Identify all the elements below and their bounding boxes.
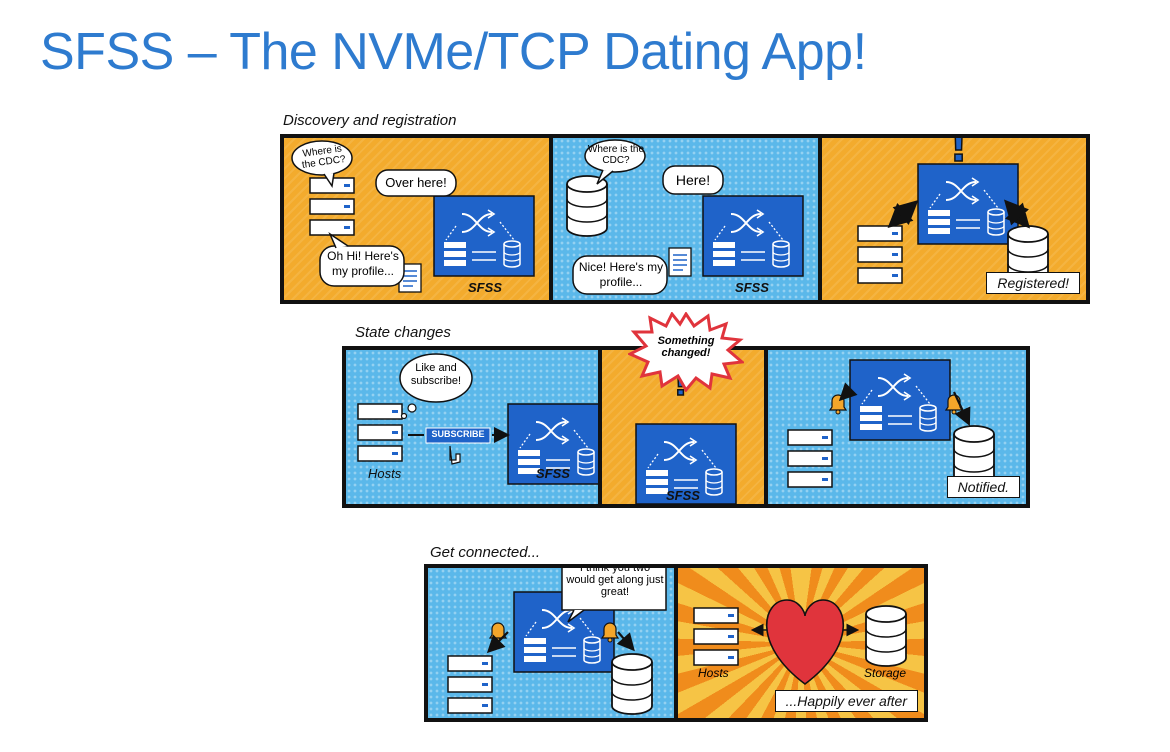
comic-strip-discovery: Where is the CDC? Over here! Oh Hi! Here… — [280, 134, 1090, 304]
panel-registered: ! Registered! — [822, 138, 1086, 300]
speech-bubble-profile: Nice! Here's my profile... — [578, 260, 664, 289]
storage-label: Storage — [864, 666, 907, 680]
starburst-badge — [628, 312, 744, 392]
speech-bubble-where-cdc: Where is the CDC? — [587, 144, 645, 166]
slide-title: SFSS – The NVMe/TCP Dating App! — [40, 23, 867, 81]
caption-state-changes: State changes — [355, 324, 451, 341]
comic-strip-connect: I think you two would get along just gre… — [424, 564, 928, 722]
panel-storage-discovery: Where is the CDC? Here! Nice! Here's my … — [553, 138, 818, 300]
hosts-label: Hosts — [698, 666, 729, 680]
panel-subscribe: Like and subscribe! SUBSCRIBE Hosts SFSS — [346, 350, 598, 504]
host-servers — [694, 608, 738, 665]
subscribe-button: SUBSCRIBE — [431, 429, 485, 439]
status-tag-registered: Registered! — [986, 272, 1080, 294]
profile-doc-icon — [668, 247, 692, 277]
storage-database — [611, 653, 653, 715]
sfss-box — [433, 195, 535, 277]
starburst-text: Something changed! — [657, 335, 715, 359]
sfss-box — [849, 359, 951, 441]
host-servers — [358, 404, 402, 461]
pointer-hand-icon — [449, 445, 461, 465]
panel-host-discovery: Where is the CDC? Over here! Oh Hi! Here… — [284, 138, 549, 300]
caption-get-connected: Get connected... — [430, 544, 541, 561]
host-servers — [448, 656, 492, 713]
storage-database — [865, 605, 907, 667]
sfss-label: SFSS — [735, 280, 769, 295]
panel-notified: Notified. — [768, 350, 1026, 504]
status-tag-notified: Notified. — [946, 476, 1020, 498]
speech-bubble-matchmaker: I think you two would get along just gre… — [566, 568, 664, 598]
status-tag-happily-ever-after: ...Happily ever after — [774, 690, 918, 712]
thought-bubble-subscribe: Like and subscribe! — [410, 362, 462, 387]
host-servers — [788, 430, 832, 487]
sfss-label: SFSS — [536, 466, 570, 481]
sfss-box — [702, 195, 804, 277]
bell-icon — [489, 622, 507, 643]
sfss-label: SFSS — [468, 280, 502, 295]
speech-bubble-over-here: Over here! — [385, 175, 447, 190]
hosts-label: Hosts — [368, 466, 402, 481]
sfss-box — [917, 163, 1019, 245]
speech-bubble-profile: Oh Hi! Here's my profile... — [327, 249, 399, 278]
host-servers — [858, 226, 902, 283]
storage-database — [566, 175, 608, 237]
caption-discovery: Discovery and registration — [283, 112, 457, 129]
panel-happily-ever-after: Hosts Storage ...Happily ever after — [678, 568, 924, 718]
heart-icon — [765, 599, 845, 685]
sfss-label: SFSS — [666, 488, 700, 503]
speech-bubble-here: Here! — [675, 172, 711, 188]
exclamation-mark: ! — [949, 138, 968, 174]
panel-matchmaking: I think you two would get along just gre… — [428, 568, 674, 718]
